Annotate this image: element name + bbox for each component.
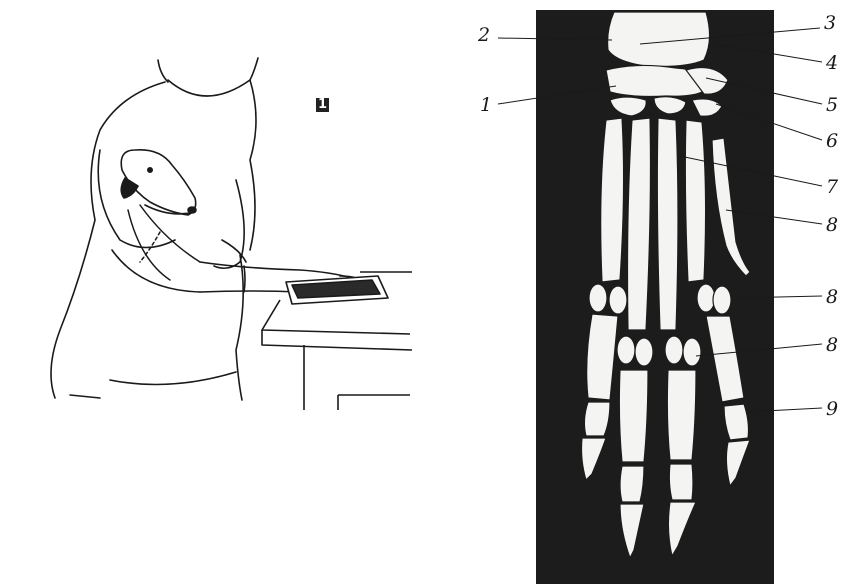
leader-5	[706, 78, 822, 104]
leader-3	[640, 28, 820, 44]
leader-6	[716, 104, 822, 140]
callout-3: 3	[824, 14, 836, 33]
callout-2: 2	[478, 26, 490, 45]
callout-4: 4	[826, 54, 838, 73]
callout-5: 5	[826, 96, 838, 115]
leader-1	[498, 86, 616, 104]
leader-8b	[736, 296, 822, 298]
callout-8c: 8	[826, 336, 838, 355]
leader-8a	[726, 210, 822, 224]
leader-8c	[696, 344, 822, 356]
leader-2	[498, 38, 612, 40]
callout-8b: 8	[826, 288, 838, 307]
callout-1: 1	[480, 96, 492, 115]
callout-7: 7	[826, 178, 838, 197]
leader-9	[746, 408, 822, 412]
callout-8a: 8	[826, 216, 838, 235]
callout-6: 6	[826, 132, 838, 151]
callout-9: 9	[826, 400, 838, 419]
leader-4	[714, 44, 822, 62]
leader-7	[680, 156, 822, 186]
